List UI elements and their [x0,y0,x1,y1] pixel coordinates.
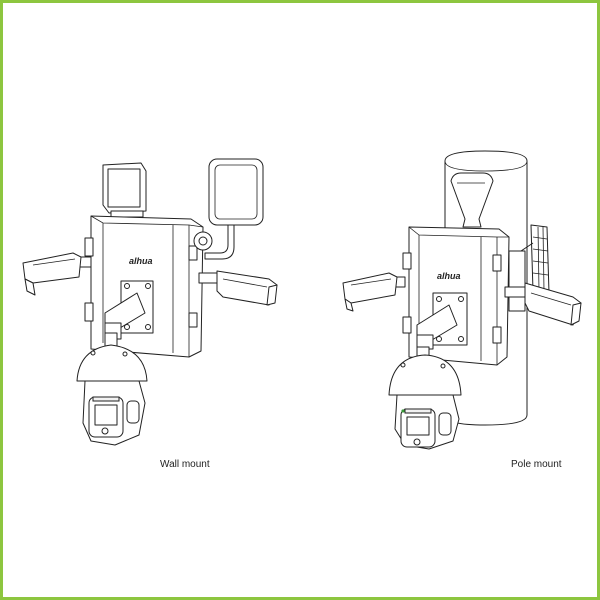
wall-bracket-icon [416,292,468,350]
ptz-dome-camera-icon [388,346,462,450]
left-bullet-camera-icon [22,252,92,296]
pole-mount-illustration: alhua [333,143,593,453]
wall-mount-caption: Wall mount [160,459,210,470]
left-bullet-camera-icon [342,272,406,312]
pole-mount-caption: Pole mount [511,459,562,470]
right-bullet-camera-icon [504,282,582,326]
right-bullet-camera-icon [193,231,278,306]
svg-text:alhua: alhua [437,271,461,281]
top-handle-icon [450,172,494,228]
ptz-dome-camera-icon [76,332,148,446]
wall-mount-illustration: alhua [13,153,283,453]
svg-text:alhua: alhua [129,256,153,266]
antenna-panel-icon [204,158,264,260]
top-light-panel-icon [102,162,147,218]
